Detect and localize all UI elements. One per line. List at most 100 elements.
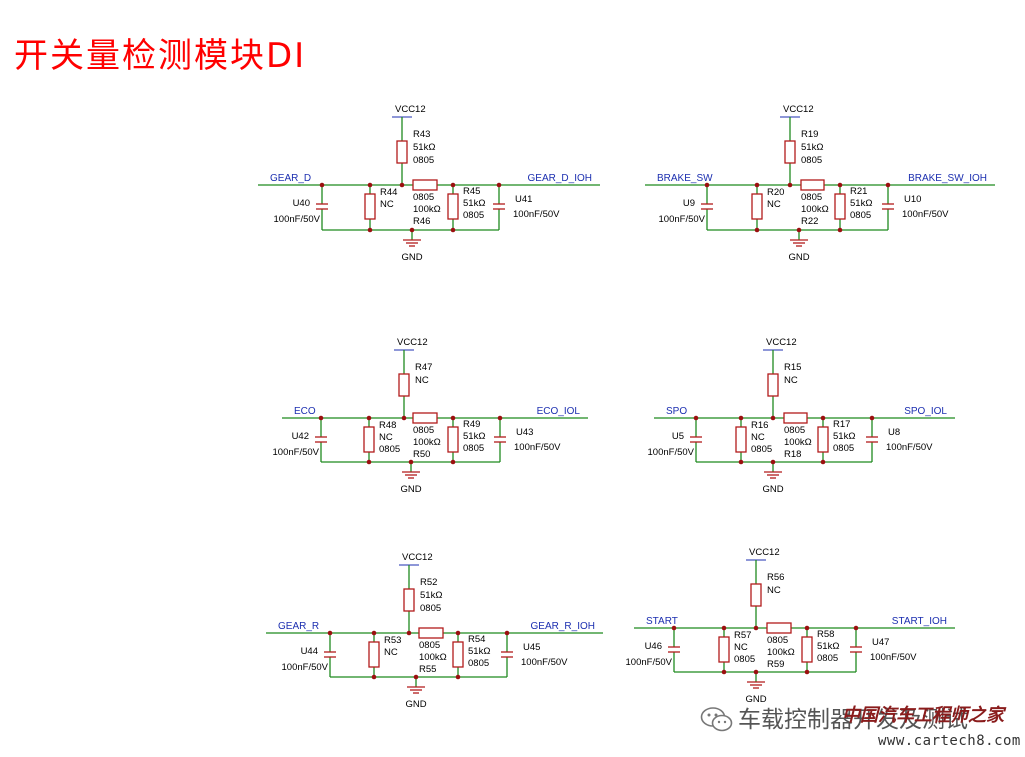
pullup-ref: R19 — [801, 129, 818, 140]
junction-dot — [738, 415, 744, 421]
shunt-ref: R16 — [751, 420, 768, 431]
junction-dot — [327, 630, 333, 636]
cap-in-ref: U46 — [645, 641, 662, 652]
resistor-symbol — [735, 426, 747, 453]
junction-dot — [770, 459, 776, 465]
junction-dot — [738, 459, 744, 465]
junction-dot — [497, 415, 503, 421]
resistor-symbol — [398, 373, 410, 397]
net-label-input: START — [646, 616, 678, 627]
resistor-symbol — [784, 140, 796, 164]
net-label-input: ECO — [294, 406, 316, 417]
junction-dot — [408, 459, 414, 465]
cap-in-ref: U40 — [293, 198, 310, 209]
resistor-symbol — [412, 179, 438, 191]
net-label-input: GEAR_R — [278, 621, 319, 632]
resistor-symbol — [447, 193, 459, 220]
series-value: 100kΩ — [767, 647, 795, 658]
resistor-symbol — [452, 641, 464, 668]
series-package: 0805 — [767, 635, 788, 646]
cap-out-ref: U47 — [872, 637, 889, 648]
series-package: 0805 — [419, 640, 440, 651]
watermark-url: www.cartech8.com — [878, 733, 1021, 749]
pullup-value: 51kΩ — [413, 142, 435, 153]
cap-in-value: 100nF/50V — [626, 657, 673, 668]
junction-dot — [671, 625, 677, 631]
cap-in-value: 100nF/50V — [648, 447, 695, 458]
resistor-symbol — [368, 641, 380, 668]
net-label-output: START_IOH — [892, 616, 947, 627]
ground-label: GND — [745, 694, 766, 705]
pulldown-package: 0805 — [817, 653, 838, 664]
junction-dot — [820, 459, 826, 465]
junction-dot — [820, 415, 826, 421]
cap-in-value: 100nF/50V — [274, 214, 321, 225]
ground-label: GND — [405, 699, 426, 710]
pullup-ref: R15 — [784, 362, 801, 373]
watermark-caption: 车载控制器开发及测试 — [738, 707, 968, 733]
cap-out-ref: U41 — [515, 194, 532, 205]
junction-dot — [754, 182, 760, 188]
junction-dot — [721, 669, 727, 675]
shunt-package: 0805 — [379, 444, 400, 455]
junction-dot — [366, 459, 372, 465]
net-label-output: GEAR_R_IOH — [531, 621, 595, 632]
series-package: 0805 — [413, 192, 434, 203]
junction-dot — [371, 630, 377, 636]
cap-out-ref: U43 — [516, 427, 533, 438]
junction-dot — [450, 415, 456, 421]
series-value: 100kΩ — [419, 652, 447, 663]
resistor-symbol — [412, 412, 438, 424]
pullup-value: NC — [767, 585, 781, 596]
resistor-symbol — [751, 193, 763, 220]
pulldown-value: 51kΩ — [833, 431, 855, 442]
cap-in-ref: U44 — [301, 646, 318, 657]
cap-in-value: 100nF/50V — [273, 447, 320, 458]
resistor-symbol — [766, 622, 792, 634]
pulldown-package: 0805 — [850, 210, 871, 221]
pulldown-package: 0805 — [833, 443, 854, 454]
junction-dot — [450, 182, 456, 188]
series-ref: R18 — [784, 449, 801, 460]
pulldown-package: 0805 — [463, 210, 484, 221]
pulldown-value: 51kΩ — [463, 431, 485, 442]
ground-label: GND — [762, 484, 783, 495]
series-value: 100kΩ — [784, 437, 812, 448]
series-ref: R22 — [801, 216, 818, 227]
power-label: VCC12 — [749, 547, 780, 558]
junction-dot — [753, 625, 759, 631]
junction-dot — [787, 182, 793, 188]
pulldown-ref: R49 — [463, 419, 480, 430]
junction-dot — [367, 182, 373, 188]
pullup-value: NC — [415, 375, 429, 386]
series-value: 100kΩ — [413, 437, 441, 448]
watermark: 车载控制器开发及测试 中国汽车工程师之家 www.cartech8.com — [694, 698, 1024, 756]
junction-dot — [770, 415, 776, 421]
net-label-input: GEAR_D — [270, 173, 311, 184]
pulldown-ref: R45 — [463, 186, 480, 197]
series-value: 100kΩ — [801, 204, 829, 215]
junction-dot — [853, 625, 859, 631]
junction-dot — [399, 182, 405, 188]
junction-dot — [796, 227, 802, 233]
net-label-input: SPO — [666, 406, 687, 417]
junction-dot — [504, 630, 510, 636]
series-ref: R46 — [413, 216, 430, 227]
junction-dot — [837, 182, 843, 188]
junction-dot — [450, 227, 456, 233]
resistor-symbol — [396, 140, 408, 164]
shunt-package: 0805 — [734, 654, 755, 665]
net-label-output: BRAKE_SW_IOH — [908, 173, 987, 184]
junction-dot — [804, 669, 810, 675]
series-package: 0805 — [413, 425, 434, 436]
junction-dot — [455, 674, 461, 680]
net-label-output: SPO_IOL — [904, 406, 947, 417]
cap-out-ref: U45 — [523, 642, 540, 653]
junction-dot — [704, 182, 710, 188]
resistor-symbol — [801, 636, 813, 663]
series-ref: R55 — [419, 664, 436, 675]
resistor-symbol — [767, 373, 779, 397]
resistor-symbol — [403, 588, 415, 612]
